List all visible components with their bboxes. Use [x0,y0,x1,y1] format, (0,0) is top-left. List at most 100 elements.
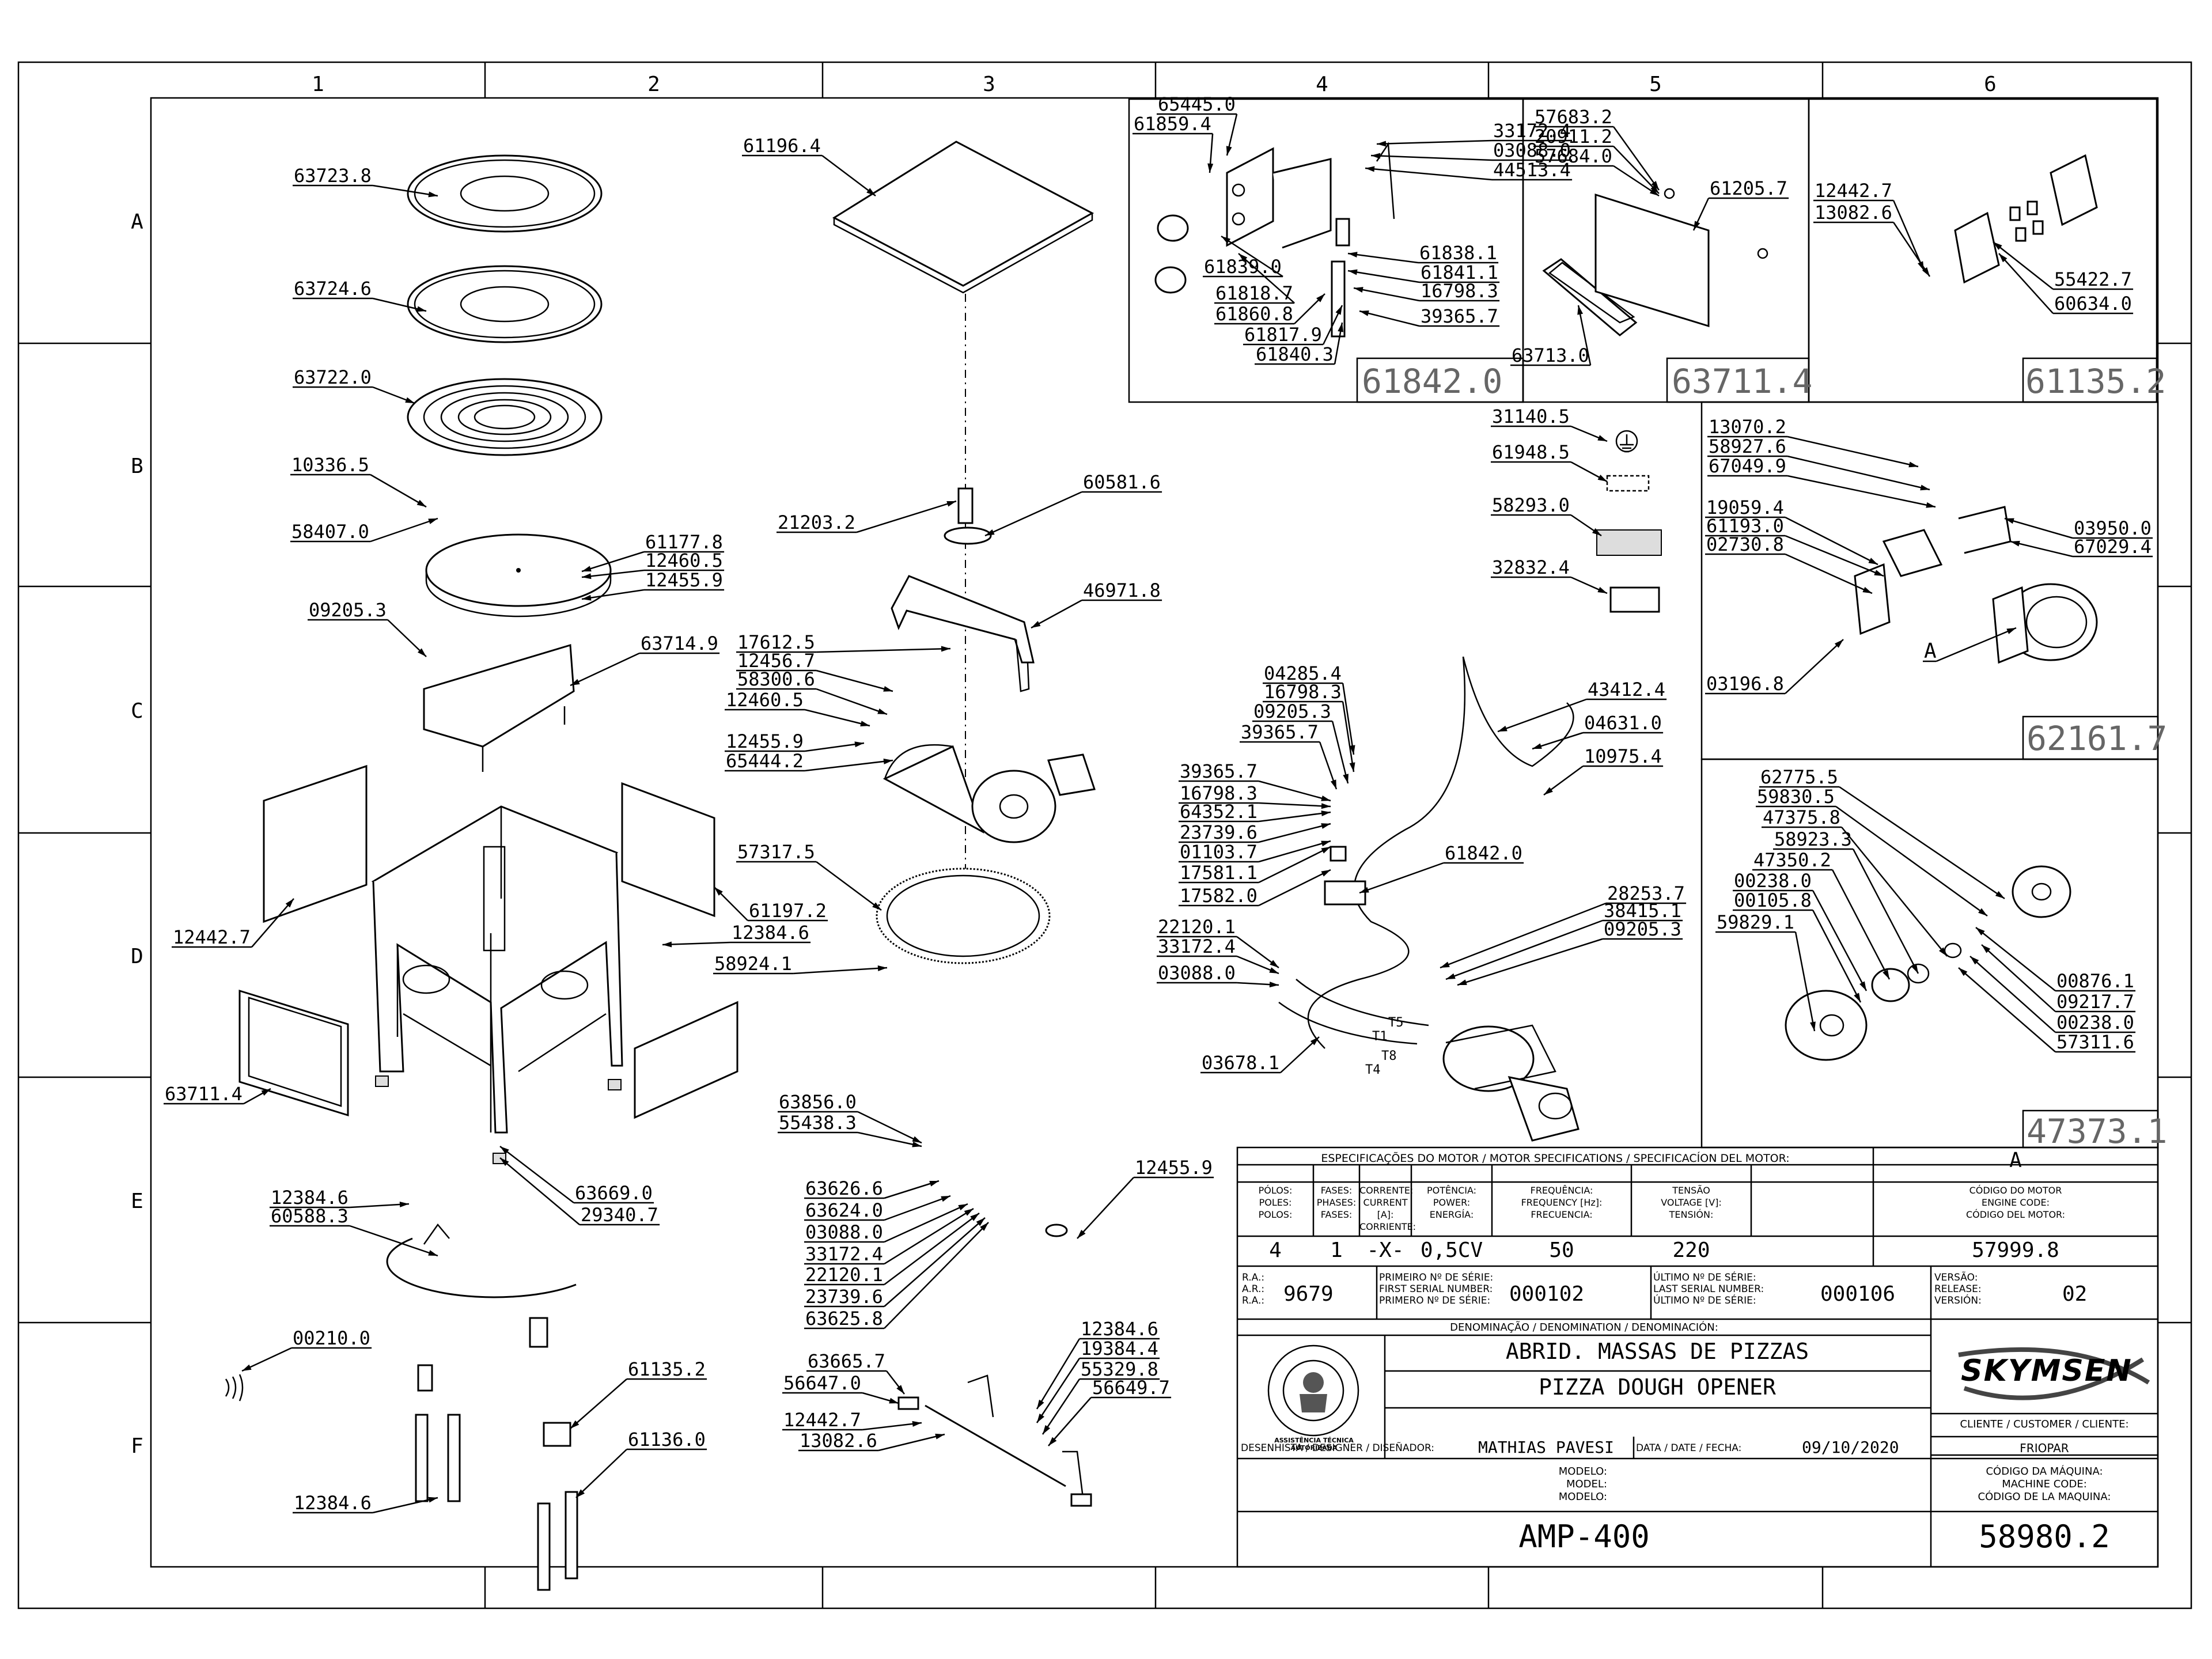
leader-line [1852,849,1919,974]
part-number-label: 00105.8 [1734,889,1812,911]
part-callout: 09205.3 [308,599,427,657]
leader-line [581,551,645,573]
part-callout: 13082.6 [1813,202,1931,277]
title-block [1236,1146,2159,1568]
leader-line [1812,910,1862,1003]
leader-line [804,759,893,772]
part-callout: 63723.8 [293,165,438,198]
part-number-label: 12442.7 [1815,180,1892,202]
part-callout: 65444.2 [725,750,893,772]
leader-line [856,500,957,533]
part-callout: 65445.0 [1157,93,1238,156]
leader-line [1785,535,1884,577]
part-callout: 00238.0 [1733,870,1868,991]
detail-box-code: 47373.1 [2027,1112,2167,1151]
part-callout: 67029.4 [2010,536,2153,558]
leader-line [1993,241,2054,290]
detail-box-code: 61135.2 [2025,362,2166,401]
part-callout: 19384.4 [1036,1338,1160,1423]
part-callout: 22120.1 [804,1213,980,1286]
part-callout: 12384.6 [270,1187,410,1209]
plate-63722-0 [407,378,603,456]
part-callout: 13082.6 [798,1430,945,1452]
leader-line [1077,1177,1134,1239]
motor-clamp-band [386,1223,577,1348]
part-number-label: 12460.5 [726,689,804,711]
part-callout: 58924.1 [713,953,888,975]
part-callout: 62775.5 [1759,766,2005,900]
part-callout: 55438.3 [778,1112,922,1147]
leader-line [1998,253,2054,314]
skymsen-logo [1958,1347,2150,1400]
part-callout: 60588.3 [270,1205,438,1257]
part-number-label: 21203.2 [778,512,855,533]
part-number-label: 60588.3 [271,1205,349,1227]
part-callout: 09217.7 [1981,944,2136,1013]
leader-line [1258,869,1331,907]
leader-line [1376,139,1493,145]
wire-terminal-label: T4 [1365,1063,1381,1077]
leader-line [1365,167,1493,181]
part-callout: 16798.3 [1353,280,1500,302]
part-callout: 63626.6 [804,1177,940,1199]
leader-line [1794,931,1816,1032]
part-callout: 60581.6 [984,471,1162,537]
part-number-label: 12384.6 [1081,1318,1158,1340]
part-callout: 17582.0 [1179,869,1331,907]
part-number-label: 33172.4 [1493,120,1571,142]
leader-line [1342,701,1355,772]
part-number-label: 63722.0 [294,366,372,388]
part-number-label: 09205.3 [309,599,387,621]
part-number-label: 00876.1 [2056,970,2134,992]
part-number-label: 04285.4 [1264,662,1342,684]
part-number-label: 13070.2 [1709,416,1786,438]
part-callout: 43412.4 [1497,679,1667,733]
zone-row-label: F [131,1434,143,1458]
part-number-label: 43412.4 [1588,679,1665,700]
outer-border [17,61,2192,1609]
part-number-label: 58293.0 [1492,494,1570,516]
detail-61842-0 [1128,98,1524,403]
ground-symbol [225,1374,244,1402]
part-callout: 20911.2 [1533,126,1660,194]
zone-row-label: A [131,210,143,234]
leader-line [793,967,888,975]
part-callout: 61838.1 [1347,242,1499,264]
part-callout: 39365.7 [1359,305,1500,327]
part-callout: 23739.6 [804,1217,986,1308]
wire-terminal-label: T1 [1372,1029,1388,1044]
part-callout: 63722.0 [293,366,415,404]
leader-line [1258,840,1331,863]
part-number-label: 23739.6 [805,1286,883,1308]
part-number-label: 60581.6 [1083,471,1161,493]
part-callout: 63669.0 [499,1146,654,1204]
part-callout: 12460.5 [581,550,725,579]
part-callout: 17581.1 [1179,846,1331,884]
part-callout: 59829.1 [1715,911,1816,1032]
part-callout: A [1923,627,2017,663]
part-number-label: 09205.3 [1253,700,1331,722]
leader-line [884,1213,980,1285]
leader-line [1036,1358,1081,1423]
part-number-label: 17582.0 [1180,885,1257,907]
part-callout: 00876.1 [1975,927,2136,992]
detail-box-code: 61842.0 [1362,362,1502,401]
part-number-label: 03088.0 [1493,139,1571,161]
part-number-label: 00238.0 [2056,1012,2134,1033]
part-number-label: 33172.4 [805,1243,883,1265]
part-number-label: 61196.4 [743,135,821,157]
part-callout: 33172.4 [1157,935,1279,975]
part-number-label: 12442.7 [783,1409,861,1431]
leader-line [816,688,888,715]
part-callout: 61135.2 [570,1358,707,1429]
part-number-label: 33172.4 [1158,935,1236,957]
leader-line [1785,516,1878,566]
part-number-label: 55438.3 [779,1112,857,1134]
zone-column-label: 4 [1316,73,1328,96]
part-number-label: 22120.1 [1158,916,1236,938]
detail-box-code: 62161.7 [2027,719,2167,758]
leader-line [349,1225,438,1257]
part-number-label: 58924.1 [714,953,792,975]
